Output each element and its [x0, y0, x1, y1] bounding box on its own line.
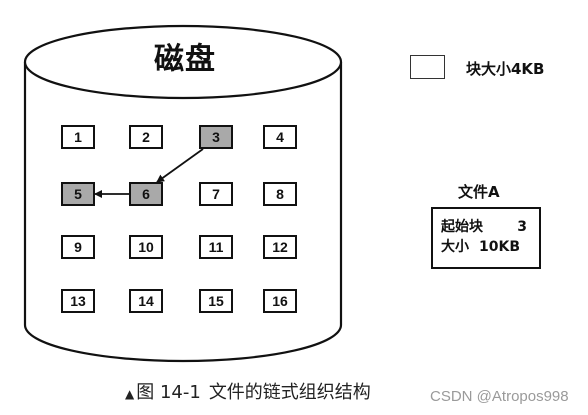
disk-block-11: 11 — [199, 235, 233, 259]
legend-block-swatch — [410, 55, 445, 79]
legend-label: 块大小4KB — [466, 60, 545, 78]
disk-block-9: 9 — [61, 235, 95, 259]
figure-caption: ▲图 14-1 文件的链式组织结构 — [125, 378, 371, 404]
disk-block-12: 12 — [263, 235, 297, 259]
caption-marker-icon: ▲ — [125, 387, 135, 401]
start-block-value: 3 — [517, 219, 527, 235]
watermark: CSDN @Atropos998 — [430, 388, 569, 405]
disk-block-16: 16 — [263, 289, 297, 313]
disk-block-5: 5 — [61, 182, 95, 206]
size-label: 大小 — [441, 239, 469, 255]
caption-figure-number: 图 14-1 — [136, 382, 201, 403]
chain-arrows — [94, 148, 204, 198]
file-info-box: 起始块 3 大小 10KB — [431, 207, 541, 269]
disk-cylinder — [23, 24, 343, 363]
disk-block-15: 15 — [199, 289, 233, 313]
disk-block-14: 14 — [129, 289, 163, 313]
disk-block-3: 3 — [199, 125, 233, 149]
disk-block-6: 6 — [129, 182, 163, 206]
size-value: 10KB — [479, 239, 521, 255]
disk-block-10: 10 — [129, 235, 163, 259]
disk-block-1: 1 — [61, 125, 95, 149]
disk-block-4: 4 — [263, 125, 297, 149]
disk-title: 磁盘 — [154, 42, 216, 77]
disk-block-2: 2 — [129, 125, 163, 149]
disk-block-13: 13 — [61, 289, 95, 313]
disk-block-7: 7 — [199, 182, 233, 206]
file-title: 文件A — [458, 183, 500, 201]
chain-arrow-3-to-6 — [156, 148, 204, 183]
start-block-label: 起始块 — [441, 219, 483, 235]
disk-block-8: 8 — [263, 182, 297, 206]
caption-text: 文件的链式组织结构 — [208, 382, 371, 403]
